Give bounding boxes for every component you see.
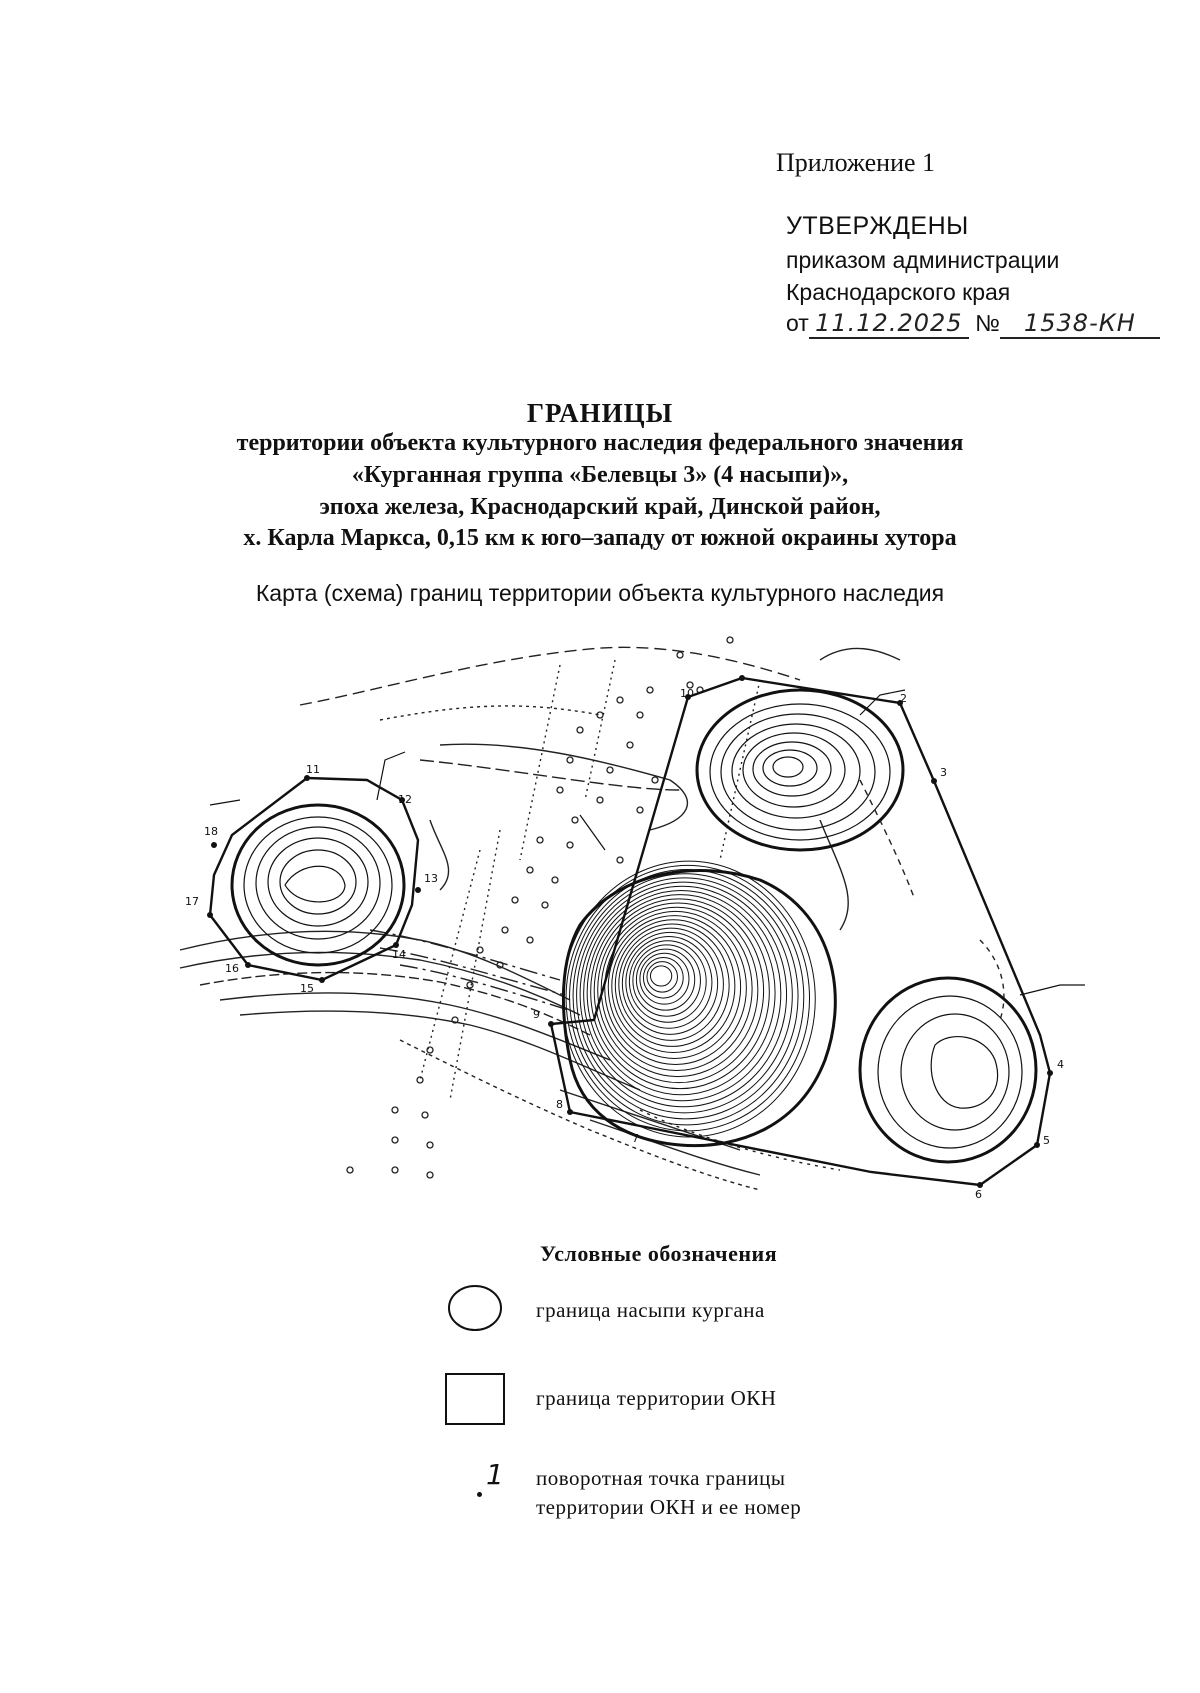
order-issuer-line2: Краснодарского края — [786, 279, 1011, 305]
approved-heading: УТВЕРЖДЕНЫ — [786, 212, 969, 240]
mound-3-contour — [607, 915, 742, 1059]
boundary-map: 4 2 3 5 6 7 8 9 10 11 12 13 14 15 16 17 … — [179, 636, 1085, 1201]
mound-3-contour — [590, 894, 770, 1090]
mound-3-contour — [635, 948, 696, 1011]
title-line-3: эпоха железа, Краснодарский край, Динско… — [319, 494, 881, 520]
mound-3-contour — [614, 923, 730, 1047]
point-number: 10 — [680, 687, 694, 700]
turning-point-symbol-number: 1 — [486, 1458, 504, 1491]
mound-leaders — [209, 689, 1085, 996]
legend-title: Условные обозначения — [540, 1241, 778, 1266]
mound-3-contour — [646, 961, 678, 993]
mound-3-contour — [583, 885, 782, 1102]
order-date: 11.12.2025 — [808, 309, 969, 339]
mound-3-contour — [579, 881, 788, 1108]
mound-4 — [858, 976, 1038, 1164]
point-number: 15 — [300, 982, 314, 995]
okn-boundary-symbol — [445, 1373, 505, 1425]
appendix-label: Приложение 1 — [776, 148, 936, 177]
point-number: 14 — [392, 948, 406, 961]
legend-okn-boundary-label: граница территории ОКН — [536, 1386, 777, 1410]
mound-3-contour — [621, 931, 719, 1035]
turning-point-symbol-dot — [477, 1492, 482, 1497]
legend-turning-point-label-line1: поворотная точка границы — [536, 1466, 786, 1490]
survey-markers — [346, 636, 734, 1179]
mound-3-contour — [576, 877, 793, 1114]
order-issuer-line1: приказом администрации — [786, 247, 1060, 273]
point-number: 12 — [398, 793, 412, 806]
point-number: 9 — [533, 1008, 540, 1021]
mound-3-contour — [562, 860, 816, 1138]
turning-points — [207, 675, 1053, 1188]
point-number: 3 — [940, 766, 947, 779]
title-line-2: «Курганная группа «Белевцы 3» (4 насыпи)… — [351, 462, 849, 488]
title-line-4: х. Карла Маркса, 0,15 км к юго–западу от… — [243, 525, 957, 551]
mound-boundary-symbol — [448, 1285, 502, 1331]
legend-mound-boundary-label: граница насыпи кургана — [536, 1298, 765, 1322]
point-number: 18 — [204, 825, 218, 838]
mound-3-contour — [597, 902, 759, 1078]
legend-turning-point-label-line2: территории ОКН и ее номер — [536, 1495, 802, 1519]
order-number-label: № — [975, 310, 1000, 336]
mound-3-contour — [642, 956, 684, 999]
mound-3 — [561, 860, 837, 1148]
mound-3-contour — [604, 910, 747, 1066]
mound-3-contour — [639, 952, 690, 1005]
mound-3-contour — [572, 873, 799, 1120]
mound-1 — [695, 688, 905, 852]
point-number: 5 — [1043, 1134, 1050, 1147]
mound-3-contour — [565, 864, 811, 1132]
point-number: 8 — [556, 1098, 563, 1111]
mound-3-contour — [625, 936, 713, 1029]
order-from-label: от — [786, 310, 809, 336]
mound-3-contour — [593, 898, 765, 1084]
turning-point-labels: 4 2 3 5 6 7 8 9 10 11 12 13 14 15 16 17 … — [185, 687, 1064, 1201]
point-number: 4 — [1057, 1058, 1064, 1071]
document-title: ГРАНИЦЫ — [526, 398, 674, 428]
mound-3-contour — [611, 919, 736, 1053]
map-caption: Карта (схема) границ территории объекта … — [255, 580, 945, 606]
mound-3-contour — [632, 944, 701, 1017]
mound-3-contour — [649, 965, 673, 987]
mound-3-contour — [618, 927, 724, 1041]
title-line-1: территории объекта культурного наследия … — [236, 430, 964, 456]
point-number: 7 — [632, 1132, 639, 1145]
mound-3-contour — [569, 869, 805, 1126]
point-number: 6 — [975, 1188, 982, 1201]
mound-2 — [230, 803, 406, 967]
point-number: 16 — [225, 962, 239, 975]
mound-3-contour — [586, 889, 776, 1096]
terrain-contours — [179, 646, 1005, 1191]
point-number: 11 — [306, 763, 320, 776]
point-number: 17 — [185, 895, 199, 908]
mound-3-contour — [628, 940, 707, 1023]
point-number: 13 — [424, 872, 438, 885]
mound-3-contour — [600, 906, 753, 1072]
order-number: 1538-КН — [999, 309, 1160, 339]
point-number: 2 — [900, 692, 907, 705]
